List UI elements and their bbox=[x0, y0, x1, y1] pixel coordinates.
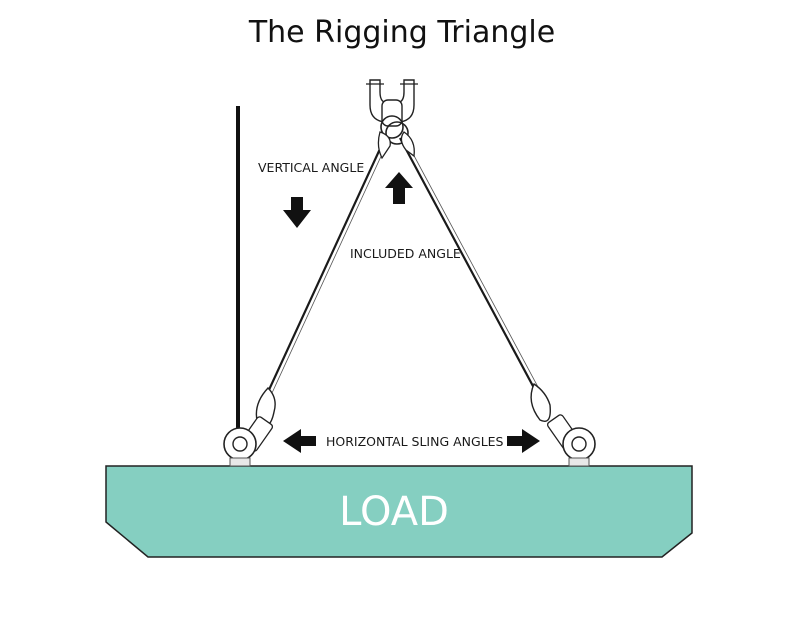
horizontal-sling-angles-label: HORIZONTAL SLING ANGLES bbox=[326, 434, 504, 449]
down-arrow-icon bbox=[283, 197, 311, 228]
right-eye-bolt bbox=[546, 414, 596, 467]
diagram-title: The Rigging Triangle bbox=[248, 15, 555, 50]
left-sling-rope bbox=[255, 131, 391, 428]
left-eye-bolt bbox=[223, 416, 274, 467]
vertical-angle-label: VERTICAL ANGLE bbox=[258, 160, 364, 175]
left-arrow-icon bbox=[283, 429, 316, 453]
up-arrow-icon bbox=[385, 172, 413, 204]
load-block: LOAD bbox=[105, 465, 693, 558]
load-label: LOAD bbox=[339, 489, 449, 535]
vertical-reference-line bbox=[236, 106, 240, 438]
right-sling-rope bbox=[399, 131, 551, 423]
right-arrow-icon bbox=[507, 429, 540, 453]
shackle-hook bbox=[366, 79, 418, 145]
included-angle-label: INCLUDED ANGLE bbox=[350, 246, 461, 261]
